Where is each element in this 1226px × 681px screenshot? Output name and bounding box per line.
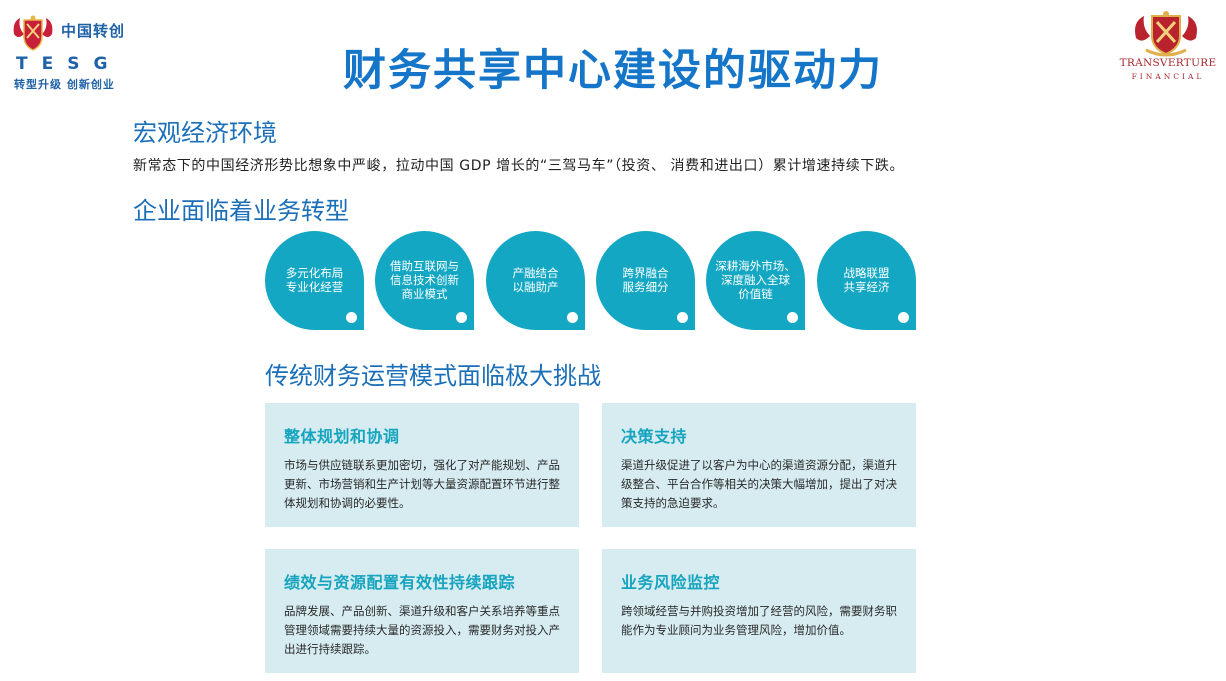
card-title: 整体规划和协调 <box>284 427 400 446</box>
card-body: 渠道升级促进了以客户为中心的渠道资源分配，渠道升级整合、平台合作等相关的决策大幅… <box>621 458 897 510</box>
logo-slogan: 转型升级 创新创业 <box>14 78 115 91</box>
crest-icon <box>13 15 53 51</box>
bubble-internet: 借助互联网与 信息技术创新 商业模式 <box>375 231 474 330</box>
macro-text: 新常态下的中国经济形势比想象中严峻，拉动中国 GDP 增长的“三驾马车”（投资、… <box>133 158 905 174</box>
card-title: 决策支持 <box>621 427 688 446</box>
dot-icon <box>456 312 467 323</box>
shield-crest-icon <box>1135 11 1197 57</box>
dot-icon <box>567 312 578 323</box>
bubble-industry-finance: 产融结合 以融助产 <box>486 231 585 330</box>
macro-heading: 宏观经济环境 <box>133 119 277 147</box>
card-title: 绩效与资源配置有效性持续跟踪 <box>284 573 516 592</box>
bubble-label: 多元化布局 专业化经营 <box>285 265 344 294</box>
bubble-crossover: 跨界融合 服务细分 <box>596 231 695 330</box>
bubble-label: 产融结合 以融助产 <box>512 265 559 294</box>
card-planning: 整体规划和协调 市场与供应链联系更加密切，强化了对产能规划、产品更新、市场营销和… <box>265 403 579 527</box>
bubble-label: 借助互联网与 信息技术创新 商业模式 <box>390 258 459 301</box>
card-performance-tracking: 绩效与资源配置有效性持续跟踪 品牌发展、产品创新、渠道升级和客户关系培养等重点管… <box>265 549 579 673</box>
dot-icon <box>346 312 357 323</box>
logo-brand-name: TRANSVERTURE <box>1119 57 1217 69</box>
page-title: 财务共享中心建设的驱动力 <box>343 46 883 96</box>
bubble-label: 跨界融合 服务细分 <box>622 265 669 294</box>
card-body: 品牌发展、产品创新、渠道升级和客户关系培养等重点管理领域需要持续大量的资源投入，… <box>284 604 560 656</box>
tesg-logo: 中国转创 TESG 转型升级 创新创业 <box>10 12 135 91</box>
finance-heading: 传统财务运营模式面临极大挑战 <box>265 362 601 390</box>
card-risk-monitoring: 业务风险监控 跨领域经营与并购投资增加了经营的风险，需要财务职能作为专业顾问为业… <box>602 549 916 673</box>
bubble-label: 战略联盟 共享经济 <box>843 265 890 294</box>
bubble-overseas: 深耕海外市场、 深度融入全球 价值链 <box>706 231 805 330</box>
card-decision-support: 决策支持 渠道升级促进了以客户为中心的渠道资源分配，渠道升级整合、平台合作等相关… <box>602 403 916 527</box>
dot-icon <box>787 312 798 323</box>
card-body: 跨领域经营与并购投资增加了经营的风险，需要财务职能作为专业顾问为业务管理风险，增… <box>621 604 897 637</box>
card-body: 市场与供应链联系更加密切，强化了对产能规划、产品更新、市场营销和生产计划等大量资… <box>284 458 560 510</box>
logo-tesg-text: TESG <box>16 54 122 74</box>
bubble-label: 深耕海外市场、 深度融入全球 价值链 <box>715 258 796 301</box>
bubble-diversified: 多元化布局 专业化经营 <box>265 231 364 330</box>
bubble-alliance: 战略联盟 共享经济 <box>817 231 916 330</box>
dot-icon <box>898 312 909 323</box>
logo-brand-sub: FINANCIAL <box>1131 72 1205 81</box>
logo-chinese-name: 中国转创 <box>61 22 126 40</box>
enterprise-heading: 企业面临着业务转型 <box>133 197 349 225</box>
card-title: 业务风险监控 <box>621 573 721 592</box>
transverture-logo: TRANSVERTURE FINANCIAL <box>1117 10 1219 84</box>
dot-icon <box>677 312 688 323</box>
